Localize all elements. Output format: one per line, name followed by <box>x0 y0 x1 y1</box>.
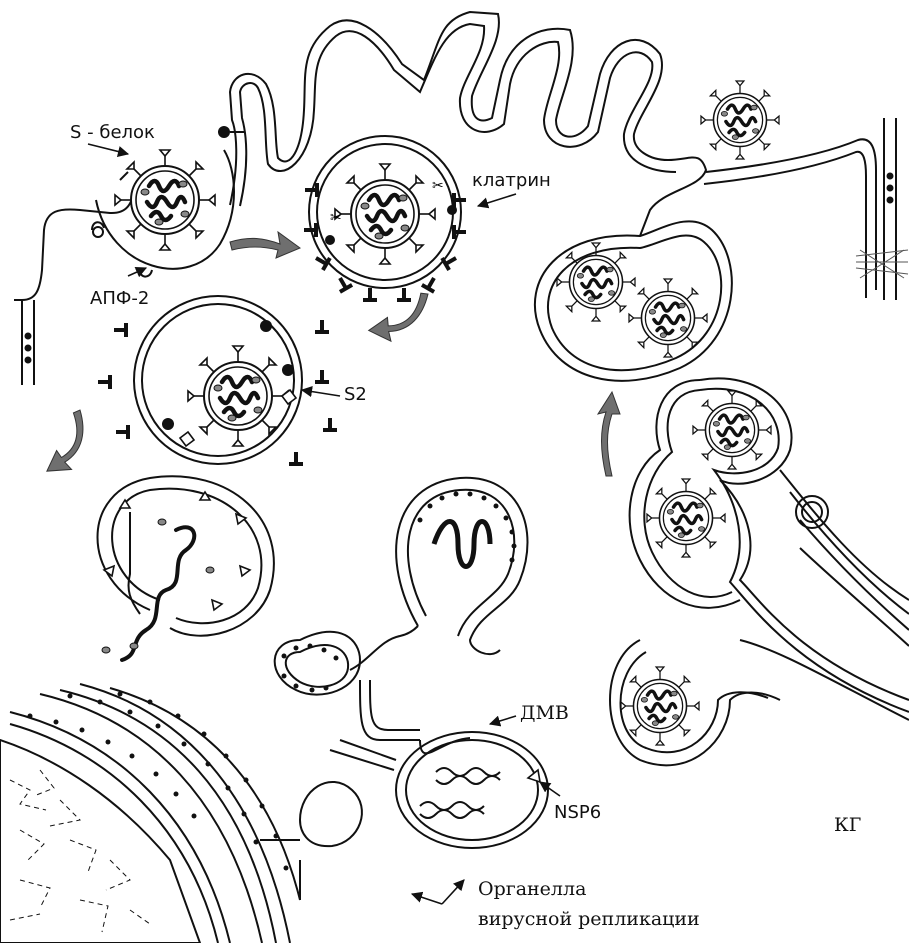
clathrin-coated-pit: ✂✂ <box>304 136 466 300</box>
golgi-virion-3 <box>621 667 699 745</box>
replication-membranes <box>260 478 548 848</box>
golgi-virion-1 <box>693 391 771 469</box>
membrane-fusion <box>98 476 274 660</box>
nucleus <box>0 740 200 943</box>
s-protein-label: S - белок <box>70 124 155 142</box>
dmv-label: ДМВ <box>520 704 569 723</box>
svg-text:✂: ✂ <box>330 210 342 226</box>
attaching-virion <box>92 126 244 277</box>
replication-organelle-label-line2: вирусной репликации <box>478 910 700 929</box>
golgi-label: КГ <box>834 816 861 835</box>
process-arrow-2 <box>369 280 434 349</box>
released-virion <box>701 81 779 159</box>
process-arrow-1 <box>230 232 300 258</box>
svg-text:✂: ✂ <box>432 178 444 194</box>
replication-organelle-label-line1: Органелла <box>478 880 586 899</box>
process-arrow-4 <box>598 392 620 476</box>
exocytic-vesicle <box>535 221 732 380</box>
process-arrow-3 <box>47 406 87 476</box>
desmosome <box>856 250 908 278</box>
ace2-label: АПФ-2 <box>90 290 149 308</box>
s2-label: S2 <box>344 386 367 404</box>
golgi-virion-2 <box>647 479 725 557</box>
viral-rna-strands <box>420 522 500 819</box>
clathrin-label: клатрин <box>472 172 551 190</box>
endosome <box>98 296 337 464</box>
nsp6-label: NSP6 <box>554 804 601 822</box>
